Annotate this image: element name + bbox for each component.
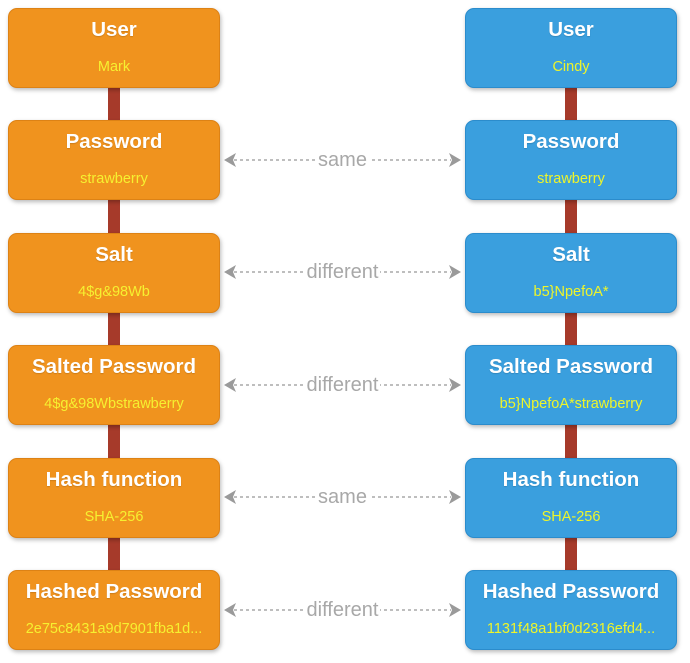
left-salted-password-box: Salted Password 4$g&98Wbstrawberry xyxy=(8,345,220,425)
left-salt-value: 4$g&98Wb xyxy=(78,284,150,300)
right-password-title: Password xyxy=(522,130,620,153)
right-salt-title: Salt xyxy=(552,243,590,266)
right-user-title: User xyxy=(548,18,594,41)
left-password-box: Password strawberry xyxy=(8,120,220,200)
right-salt-value: b5}NpefoA* xyxy=(533,284,609,300)
right-salt-box: Salt b5}NpefoA* xyxy=(465,233,677,313)
salt-comparison-label: different xyxy=(304,261,381,283)
left-salted-password-value: 4$g&98Wbstrawberry xyxy=(44,396,184,412)
right-user-value: Cindy xyxy=(552,59,590,75)
left-hash-function-title: Hash function xyxy=(45,468,183,491)
right-user-box: User Cindy xyxy=(465,8,677,88)
salted-password-comparison-label: different xyxy=(304,374,381,396)
left-hash-function-box: Hash function SHA-256 xyxy=(8,458,220,538)
left-hash-function-value: SHA-256 xyxy=(84,509,144,525)
left-user-title: User xyxy=(91,18,137,41)
right-salted-password-title: Salted Password xyxy=(488,355,654,378)
right-hashed-password-value: 1131f48a1bf0d2316efd4... xyxy=(486,621,656,637)
right-salted-password-value: b5}NpefoA*strawberry xyxy=(499,396,643,412)
right-hash-function-title: Hash function xyxy=(502,468,640,491)
right-column-connector xyxy=(565,80,577,580)
left-hashed-password-title: Hashed Password xyxy=(25,580,203,603)
password-comparison-label: same xyxy=(316,149,369,171)
right-hash-function-box: Hash function SHA-256 xyxy=(465,458,677,538)
left-hashed-password-box: Hashed Password 2e75c8431a9d7901fba1d... xyxy=(8,570,220,650)
salted-password-comparison: different xyxy=(222,370,463,400)
left-password-value: strawberry xyxy=(80,171,148,187)
left-user-box: User Mark xyxy=(8,8,220,88)
hashed-password-comparison: different xyxy=(222,595,463,625)
right-salted-password-box: Salted Password b5}NpefoA*strawberry xyxy=(465,345,677,425)
left-salted-password-title: Salted Password xyxy=(31,355,197,378)
left-column-connector xyxy=(108,80,120,580)
left-salt-box: Salt 4$g&98Wb xyxy=(8,233,220,313)
right-hashed-password-title: Hashed Password xyxy=(482,580,660,603)
hash-function-comparison: same xyxy=(222,482,463,512)
right-hash-function-value: SHA-256 xyxy=(541,509,601,525)
left-hashed-password-value: 2e75c8431a9d7901fba1d... xyxy=(25,621,203,637)
right-password-box: Password strawberry xyxy=(465,120,677,200)
hash-function-comparison-label: same xyxy=(316,486,369,508)
salt-comparison: different xyxy=(222,257,463,287)
right-hashed-password-box: Hashed Password 1131f48a1bf0d2316efd4... xyxy=(465,570,677,650)
left-salt-title: Salt xyxy=(95,243,133,266)
right-password-value: strawberry xyxy=(537,171,605,187)
hashed-password-comparison-label: different xyxy=(304,599,381,621)
left-password-title: Password xyxy=(65,130,163,153)
password-comparison: same xyxy=(222,145,463,175)
left-user-value: Mark xyxy=(97,59,131,75)
